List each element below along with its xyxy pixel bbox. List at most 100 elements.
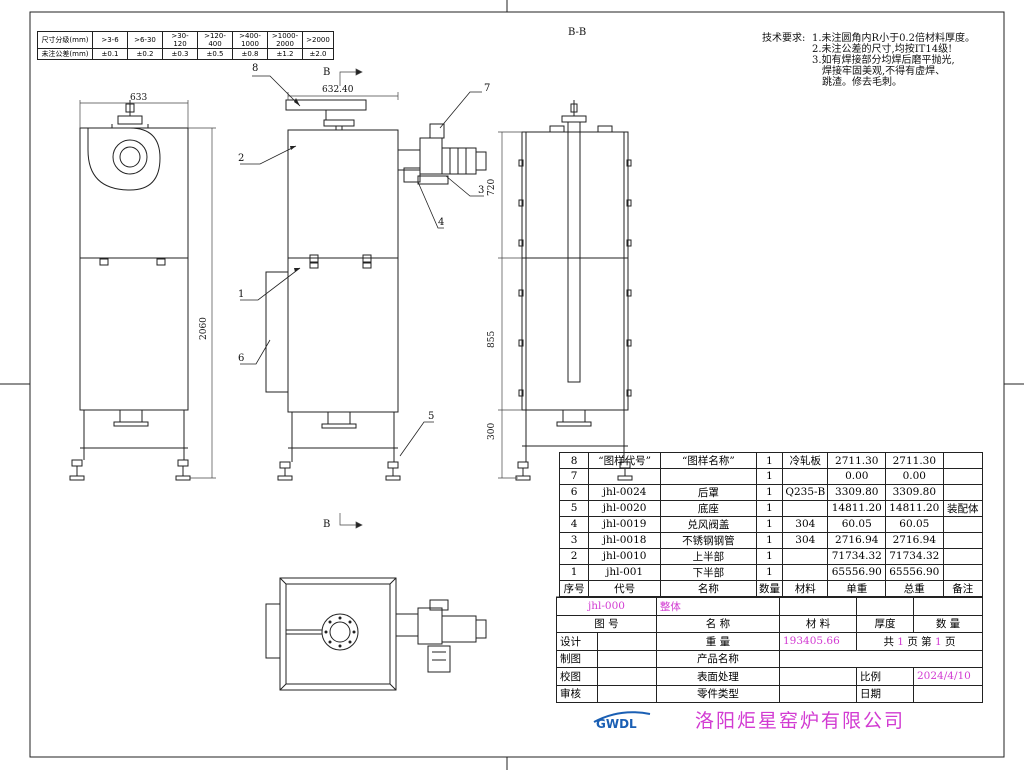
header-qty: 数 量: [913, 614, 983, 633]
bom-cell: 2711.30: [885, 452, 944, 469]
balloon-1: 1: [238, 289, 245, 300]
bom-cell: 不锈钢钢管: [659, 531, 757, 549]
bom-cell: 0.00: [827, 468, 887, 485]
tech-title: 技术要求:: [762, 33, 806, 44]
top-view: [265, 577, 487, 691]
bom-cell: 3: [558, 531, 590, 549]
balloon-3: 3: [478, 185, 485, 196]
bom-cell: jhl-001: [588, 563, 661, 581]
bom-cell: [588, 468, 661, 485]
balloon-2: 2: [238, 153, 245, 164]
bill-of-materials: 8 “图样代号” “图样名称” 1 冷轧板 2711.30 2711.30 7 …: [558, 452, 984, 597]
tol-cell: >400-1000: [232, 31, 268, 49]
bom-cell: 1: [755, 499, 784, 517]
bom-cell: jhl-0018: [588, 531, 661, 549]
bom-cell: 71734.32: [885, 547, 944, 565]
label-date: 日期: [856, 684, 914, 703]
bom-cell: 2716.94: [827, 531, 887, 549]
pages-total: 1: [897, 635, 904, 648]
label-surface: 表面处理: [655, 667, 780, 686]
balloon-4: 4: [438, 217, 445, 228]
tech-line: 跳渣。修去毛刺。: [822, 77, 902, 88]
bom-cell: 下半部: [659, 563, 757, 581]
bom-cell: 1: [558, 563, 590, 581]
header-thickness: 厚度: [856, 614, 914, 633]
dim-side-width: 632.40: [322, 85, 354, 95]
drawing-number: jhl-000: [556, 597, 657, 616]
balloon-7: 7: [484, 83, 491, 94]
page-number: 1: [935, 635, 942, 648]
bom-cell: 1: [755, 547, 784, 565]
bom-cell: 3309.80: [827, 483, 887, 501]
bom-header-cell: 总重: [885, 579, 944, 597]
bom-cell: 14811.20: [827, 499, 887, 517]
bom-cell: 后罩: [659, 483, 757, 501]
bom-header-cell: 名称: [659, 579, 757, 597]
dim-seg-bottom: 300: [487, 422, 497, 440]
pages-total-pre: 共: [883, 635, 894, 648]
bom-row: 2 jhl-0010 上半部 1 71734.32 71734.32: [558, 547, 984, 565]
company-name: 洛阳炬星窑炉有限公司: [695, 710, 906, 732]
bom-cell: 底座: [659, 499, 757, 517]
bom-header: 序号 代号 名称 数量 材料 单重 总重 备注: [558, 579, 984, 597]
value-date: [913, 684, 983, 703]
bom-row: 4 jhl-0019 兑风阀盖 1 304 60.05 60.05: [558, 515, 984, 533]
bom-row: 5 jhl-0020 底座 1 14811.20 14811.20 装配体: [558, 499, 984, 517]
label-design: 设计: [556, 632, 598, 651]
bom-row: 1 jhl-001 下半部 1 65556.90 65556.90: [558, 563, 984, 581]
bom-cell: [782, 547, 829, 565]
bom-cell: 0.00: [885, 468, 944, 485]
bom-cell: 1: [755, 531, 784, 549]
pages-mid: 页 第: [907, 635, 932, 648]
bom-row: 7 1 0.00 0.00: [558, 468, 984, 485]
front-view: [69, 100, 191, 481]
bom-cell: jhl-0024: [588, 483, 661, 501]
tol-cell: ±0.5: [197, 48, 233, 60]
title-block: jhl-000 整体 图 号 名 称 材 料 厚度 数 量 设计 重 量 193…: [556, 597, 984, 703]
bom-cell: 1: [755, 563, 784, 581]
balloon-5: 5: [428, 411, 435, 422]
tech-line: 3.如有焊接部分均焊后磨平抛光,: [812, 55, 955, 66]
value-review: [597, 684, 657, 703]
tol-cell: >30-120: [162, 31, 198, 49]
value-part-type: [778, 684, 858, 703]
bom-cell: [782, 499, 829, 517]
tol-cell: >1000-2000: [267, 31, 303, 49]
header-drawing-no: 图 号: [556, 614, 657, 633]
bom-cell: 304: [782, 531, 829, 549]
label-product-name: 产品名称: [655, 649, 780, 668]
tech-line: 2.未注公差的尺寸,均按IT14级!: [812, 44, 953, 55]
bom-cell: 65556.90: [827, 563, 887, 581]
label-check: 校图: [556, 667, 598, 686]
bom-cell: jhl-0019: [588, 515, 661, 533]
bom-cell: [942, 483, 984, 501]
tol-cell: 未注公差(mm): [37, 48, 93, 60]
logo-text: GWDL: [596, 717, 637, 731]
leader-lines: [240, 75, 484, 457]
bom-cell: 1: [755, 468, 784, 485]
bom-header-cell: 代号: [588, 579, 661, 597]
tol-cell: 尺寸分级(mm): [37, 31, 93, 49]
bom-cell: 2716.94: [885, 531, 944, 549]
bom-cell: 71734.32: [827, 547, 887, 565]
page-info: 共 1 页 第 1 页: [856, 632, 983, 651]
tol-cell: ±0.8: [232, 48, 268, 60]
header-material: 材 料: [779, 614, 857, 633]
bom-header-cell: 数量: [755, 579, 784, 597]
bom-cell: [942, 547, 984, 565]
tol-cell: ±0.1: [92, 48, 128, 60]
bom-cell: 装配体: [942, 499, 984, 517]
bom-row: 3 jhl-0018 不锈钢钢管 1 304 2716.94 2716.94: [558, 531, 984, 549]
bom-header-cell: 备注: [942, 579, 984, 597]
tol-cell: ±1.2: [267, 48, 303, 60]
bom-header-cell: 序号: [558, 579, 590, 597]
bom-cell: 上半部: [659, 547, 757, 565]
label-review: 审核: [556, 684, 598, 703]
tol-cell: >120-400: [197, 31, 233, 49]
bom-cell: 60.05: [885, 515, 944, 533]
tolerance-table: 尺寸分级(mm) >3-6 >6-30 >30-120 >120-400 >40…: [37, 31, 334, 60]
dim-total-height: 2060: [199, 317, 209, 340]
bom-cell: [942, 531, 984, 549]
bom-cell: [782, 563, 829, 581]
bom-cell: 2: [558, 547, 590, 565]
